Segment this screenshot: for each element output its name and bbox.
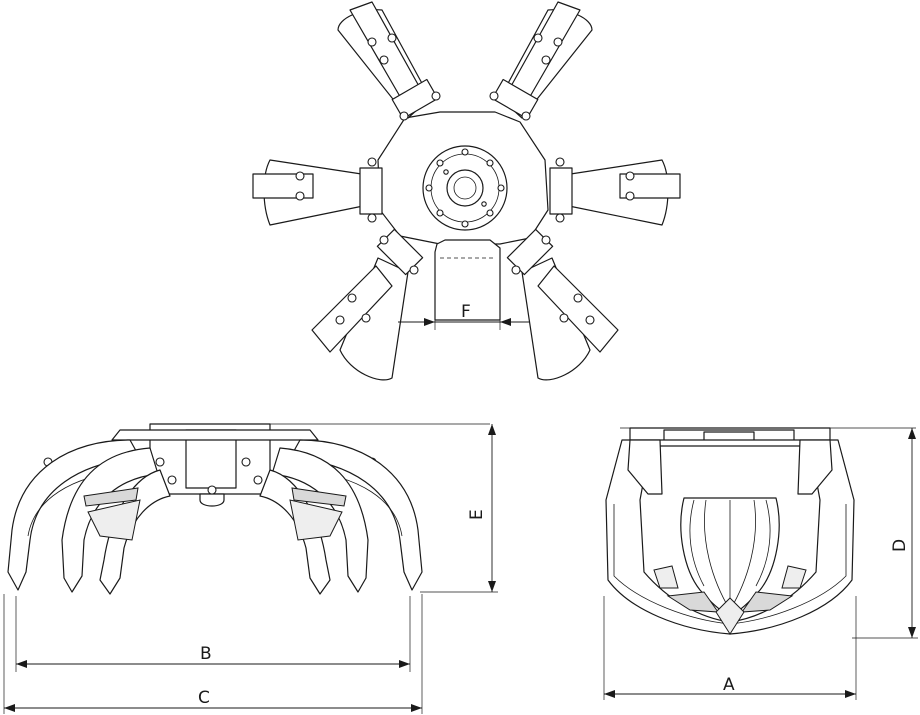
top-arm-right [549, 157, 681, 226]
top-arm-lower-left [311, 228, 424, 381]
dimension-d: D [852, 428, 918, 639]
dimension-b: B [15, 596, 411, 672]
front-view-closed: D A [603, 427, 918, 700]
top-arm-upper-right [489, 1, 593, 121]
top-arm-upper-left [337, 1, 441, 121]
dimension-label-d: D [890, 539, 910, 552]
side-view-open: E B C [3, 423, 498, 714]
flange-bolts [425, 148, 505, 228]
dimension-c: C [3, 594, 423, 714]
top-arm-lower-right [506, 228, 619, 381]
dimension-label-c: C [198, 688, 210, 708]
dimension-a: A [603, 596, 857, 700]
top-view: F [252, 1, 681, 381]
dimension-e: E [420, 424, 498, 593]
dimension-label-b: B [200, 644, 212, 664]
dimension-label-a: A [723, 675, 735, 695]
top-arm-left [252, 157, 383, 226]
dimension-label-f: F [461, 302, 471, 322]
dimension-f: F [398, 260, 530, 330]
dimension-label-e: E [467, 509, 487, 520]
